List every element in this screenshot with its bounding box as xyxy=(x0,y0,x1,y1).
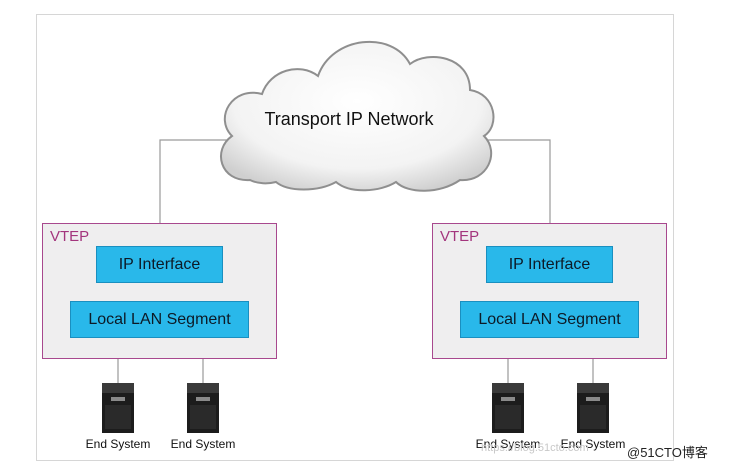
end-system-label: End System xyxy=(85,437,151,451)
ip-interface-box: IP Interface xyxy=(486,246,613,283)
diagram-frame xyxy=(36,14,674,461)
link-left-cloud xyxy=(159,139,228,246)
end-system-label: End System xyxy=(475,437,541,451)
vtep-box-right: VTEP xyxy=(432,223,667,359)
vtep-box-left: VTEP xyxy=(42,223,277,359)
server-icon xyxy=(577,383,609,433)
cloud-icon xyxy=(220,40,495,192)
local-lan-segment-box: Local LAN Segment xyxy=(460,301,639,338)
watermark-url: https://blog.51cto.com xyxy=(481,442,589,454)
end-system-label: End System xyxy=(560,437,626,451)
end-system-label: End System xyxy=(170,437,236,451)
server-icon xyxy=(102,383,134,433)
server-icon xyxy=(187,383,219,433)
local-lan-segment-box: Local LAN Segment xyxy=(70,301,249,338)
watermark: @51CTO博客 xyxy=(627,445,708,460)
vtep-title: VTEP xyxy=(50,228,90,245)
cloud-label: Transport IP Network xyxy=(264,109,434,129)
vtep-title: VTEP xyxy=(440,228,480,245)
ip-interface-box: IP Interface xyxy=(96,246,223,283)
server-icon xyxy=(492,383,524,433)
link-right-cloud xyxy=(485,139,551,246)
